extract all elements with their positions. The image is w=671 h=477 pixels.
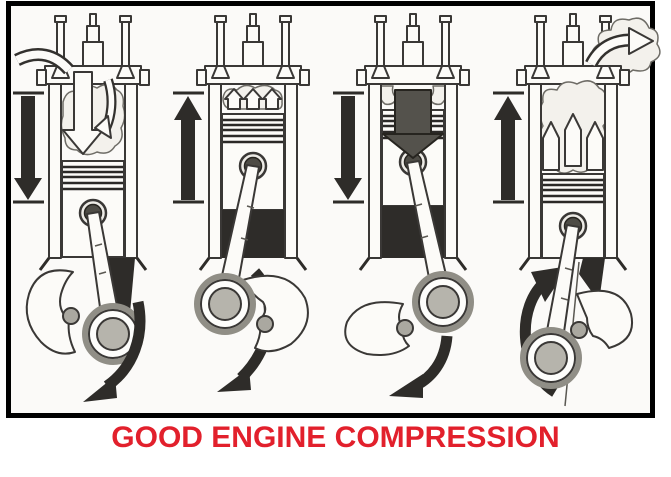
figure-caption: GOOD ENGINE COMPRESSION [111, 421, 560, 454]
cylinder-walls [518, 83, 628, 271]
piston-travel-up-arrow-icon [493, 91, 524, 204]
intake-stroke-drawing [13, 13, 150, 402]
exhaust-stroke-drawing [493, 13, 661, 407]
crankshaft [520, 289, 633, 389]
combustion-force-arrow-icon [382, 89, 444, 159]
valves-and-spark-plug [374, 13, 452, 71]
crankshaft [344, 271, 474, 356]
exhaust-stroke-panel [491, 6, 661, 410]
valves-and-spark-plug [54, 13, 132, 71]
piston-travel-up-arrow-icon [173, 91, 204, 204]
diagram-frame [6, 1, 661, 418]
crank-rotation-arrow-icon [389, 335, 453, 398]
crankshaft [25, 269, 144, 365]
cylinder-walls [198, 83, 308, 271]
power-stroke-panel [331, 6, 491, 410]
cylinder-head [516, 65, 630, 86]
intake-flow-arrow-icon [14, 48, 117, 155]
piston-travel-down-arrow-icon [333, 91, 364, 204]
valves-and-spark-plug [214, 13, 292, 71]
intake-stroke-panel [11, 6, 171, 410]
cylinder-head [356, 65, 470, 86]
cylinder-head [196, 65, 310, 86]
compression-stroke-drawing [173, 13, 310, 392]
crank-rotation-arrow-icon [83, 300, 146, 402]
piston-travel-down-arrow-icon [13, 91, 44, 204]
cylinder-walls [358, 83, 468, 271]
compression-stroke-panel [171, 6, 331, 410]
cylinder-walls [38, 83, 148, 271]
compression-arrows-icon [222, 84, 283, 110]
crankshaft [194, 273, 309, 353]
exhaust-flow-arrow-icon [542, 27, 654, 171]
power-stroke-drawing [333, 13, 474, 398]
